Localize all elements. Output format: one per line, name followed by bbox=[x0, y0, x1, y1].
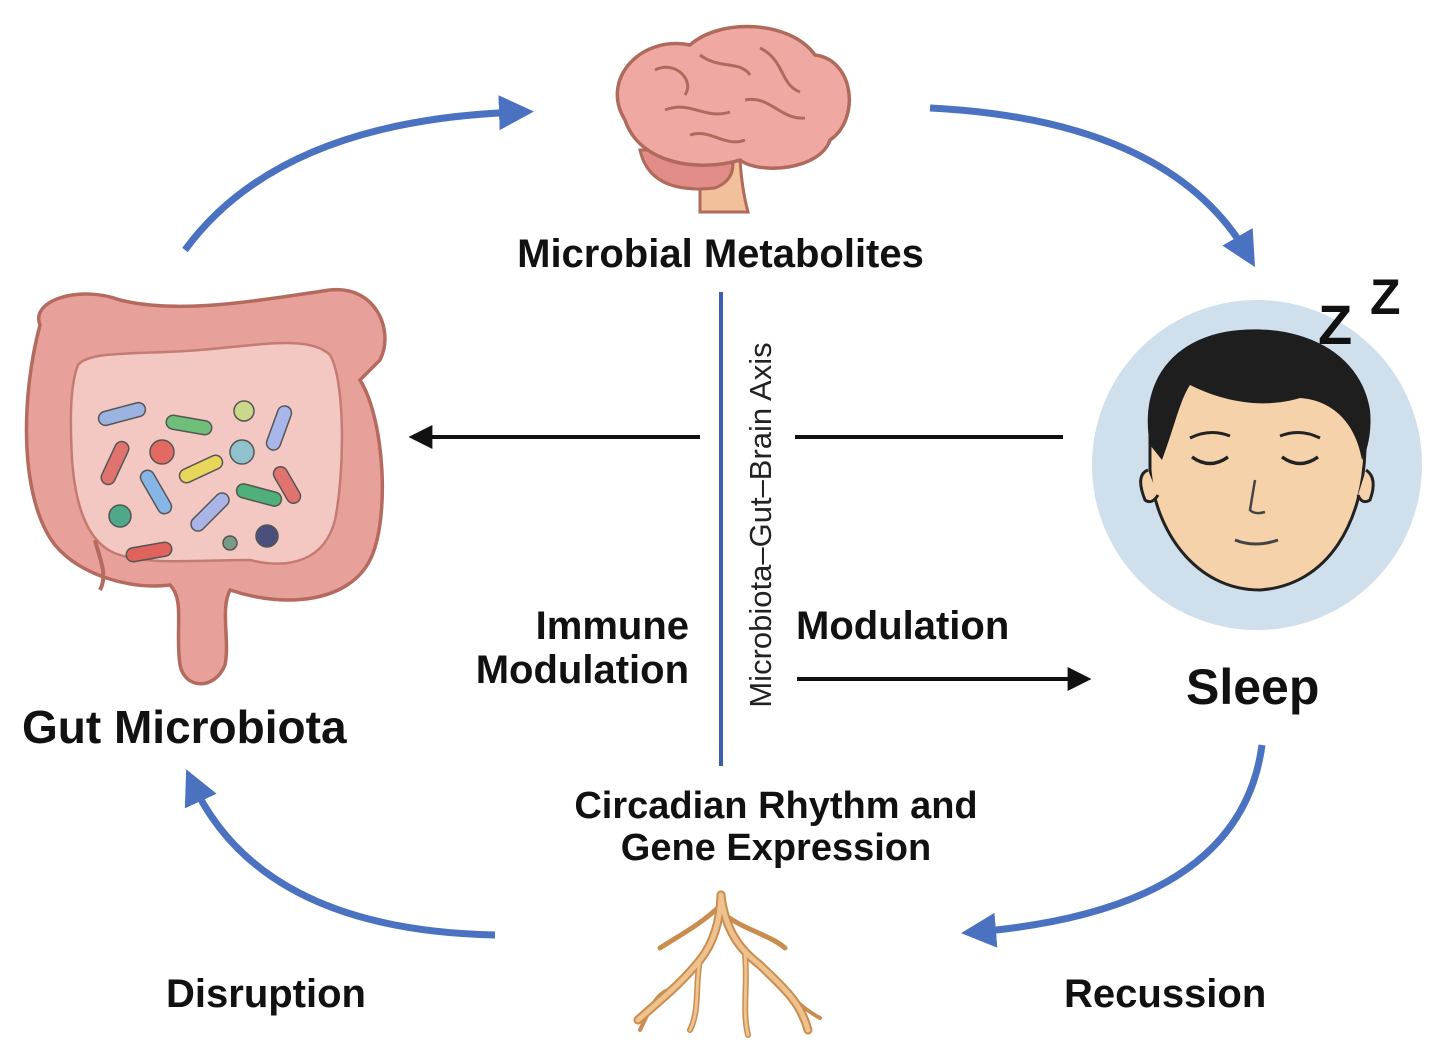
sleeping-face-icon bbox=[1092, 300, 1422, 630]
roots-icon bbox=[633, 890, 822, 1038]
edge-disruption: Disruption bbox=[166, 972, 366, 1016]
arrow-sleep-recussion bbox=[961, 744, 1266, 948]
node-circadian-line2: Gene Expression bbox=[620, 826, 932, 869]
edge-modulation: Modulation bbox=[796, 604, 1010, 648]
edge-immune-modulation: Immune Modulation bbox=[369, 604, 689, 692]
edge-recussion: Recussion bbox=[1064, 972, 1267, 1016]
node-circadian-rhythm: Circadian Rhythm and Gene Expression bbox=[0, 785, 1441, 870]
edge-immune-line1: Immune bbox=[535, 604, 689, 648]
sleep-z-small: Z bbox=[1318, 293, 1353, 356]
node-sleep: Sleep bbox=[1186, 659, 1320, 715]
arrow-disruption-to-gut bbox=[184, 769, 496, 939]
axis-label: Microbiota–Gut–Brain Axis bbox=[743, 342, 778, 708]
node-gut-microbiota: Gut Microbiota bbox=[22, 701, 347, 753]
node-circadian-line1: Circadian Rhythm and bbox=[574, 785, 978, 827]
arrow-gut-to-brain bbox=[182, 95, 534, 253]
edge-immune-line2: Modulation bbox=[475, 648, 689, 692]
axis-label-container: Microbiota–Gut–Brain Axis bbox=[733, 292, 789, 758]
node-microbial-metabolites: Microbial Metabolites bbox=[517, 232, 924, 276]
sleep-z-large: Z bbox=[1370, 269, 1401, 325]
arrow-brain-to-sleep bbox=[929, 104, 1256, 268]
roots-icon-fill bbox=[635, 892, 811, 1037]
intestine-icon bbox=[24, 288, 387, 686]
brain-icon bbox=[615, 24, 852, 214]
